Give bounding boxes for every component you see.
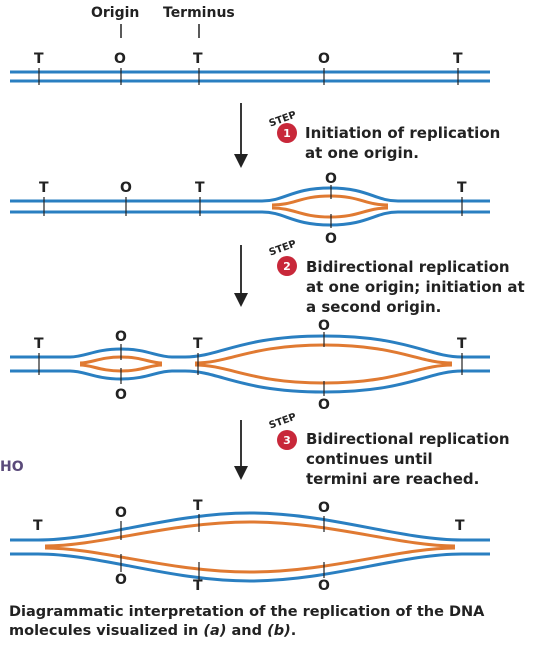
parental-strand-bottom (10, 369, 490, 394)
origin-marker: O (115, 572, 127, 588)
step-text-line: Bidirectional replication (306, 430, 510, 448)
step-text-line: termini are reached. (306, 470, 479, 488)
terminus-marker: T (193, 336, 203, 352)
terminus-marker: T (34, 51, 44, 67)
origin-marker: O (318, 500, 330, 516)
arrow-head (234, 293, 248, 307)
origin-marker: O (115, 329, 127, 345)
terminus-marker: T (33, 518, 43, 534)
terminus-marker: T (193, 51, 203, 67)
origin-marker: O (325, 171, 337, 187)
terminus-marker: T (457, 336, 467, 352)
terminus-marker: T (455, 518, 465, 534)
terminus-marker: T (39, 180, 49, 196)
arrow-head (234, 154, 248, 168)
origin-marker: O (115, 505, 127, 521)
step-text-line: Initiation of replication (305, 124, 500, 142)
new-strand-top (44, 520, 456, 548)
terminus-header-label: Terminus (163, 5, 235, 21)
step-word: STEP (268, 239, 298, 259)
step-number: 3 (283, 434, 291, 447)
step-text-line: Bidirectional replication (306, 258, 510, 276)
parental-strand-bottom (10, 552, 490, 583)
caption-line-1: Diagrammatic interpretation of the repli… (9, 604, 485, 620)
origin-marker: O (318, 578, 330, 594)
terminus-marker: T (193, 498, 203, 514)
step-badge (277, 256, 297, 276)
step-number: 1 (283, 127, 291, 140)
origin-marker: O (115, 387, 127, 403)
figure-caption: Diagrammatic interpretation of the repli… (9, 603, 529, 641)
step-word: STEP (268, 412, 298, 432)
origin-marker: O (318, 51, 330, 67)
terminus-marker: T (34, 336, 44, 352)
terminus-marker: T (195, 180, 205, 196)
replication-diagram: Origin Terminus T O T O T STEP 1 Initiat… (10, 5, 525, 594)
arrow-head (234, 466, 248, 480)
molecule-step-3: T O O T T O O T (10, 498, 490, 594)
step-text-line: at one origin; initiation at (306, 278, 525, 296)
parental-strand-bottom (10, 210, 490, 227)
caption-line-2-mid: and (226, 623, 268, 639)
terminus-marker: T (457, 180, 467, 196)
molecule-step-2: T O O T O O T (10, 318, 490, 413)
step-text-line: at one origin. (305, 144, 419, 162)
new-strand-bottom (271, 206, 389, 219)
step-3: STEP 3 Bidirectional replication continu… (268, 412, 510, 488)
origin-marker: O (114, 51, 126, 67)
cropped-side-text: HO (0, 459, 24, 475)
caption-line-2-pre: molecules visualized in (9, 623, 204, 639)
caption-ref-a: (a) (203, 623, 227, 639)
terminus-marker: T (453, 51, 463, 67)
origin-header-label: Origin (91, 5, 139, 21)
molecule-step-1: T O T O O T (10, 171, 490, 247)
origin-marker: O (318, 397, 330, 413)
step-text-line: a second origin. (306, 298, 441, 316)
step-2: STEP 2 Bidirectional replication at one … (268, 239, 525, 316)
caption-ref-b: (b) (267, 623, 291, 639)
molecule-unreplicated: T O T O T (10, 51, 490, 85)
step-number: 2 (283, 260, 291, 273)
new-strand-top (271, 194, 389, 207)
step-badge (277, 123, 297, 143)
parental-strand-top (10, 334, 490, 359)
parental-strand-top (10, 186, 490, 203)
caption-line-2-end: . (290, 623, 297, 639)
origin-marker: O (318, 318, 330, 334)
terminus-marker: T (193, 578, 203, 594)
step-badge (277, 430, 297, 450)
new-strand-bottom (44, 546, 456, 574)
origin-marker: O (325, 231, 337, 247)
origin-marker: O (120, 180, 132, 196)
step-1: STEP 1 Initiation of replication at one … (268, 110, 501, 162)
step-text-line: continues until (306, 450, 433, 468)
parental-strand-top (10, 511, 490, 542)
